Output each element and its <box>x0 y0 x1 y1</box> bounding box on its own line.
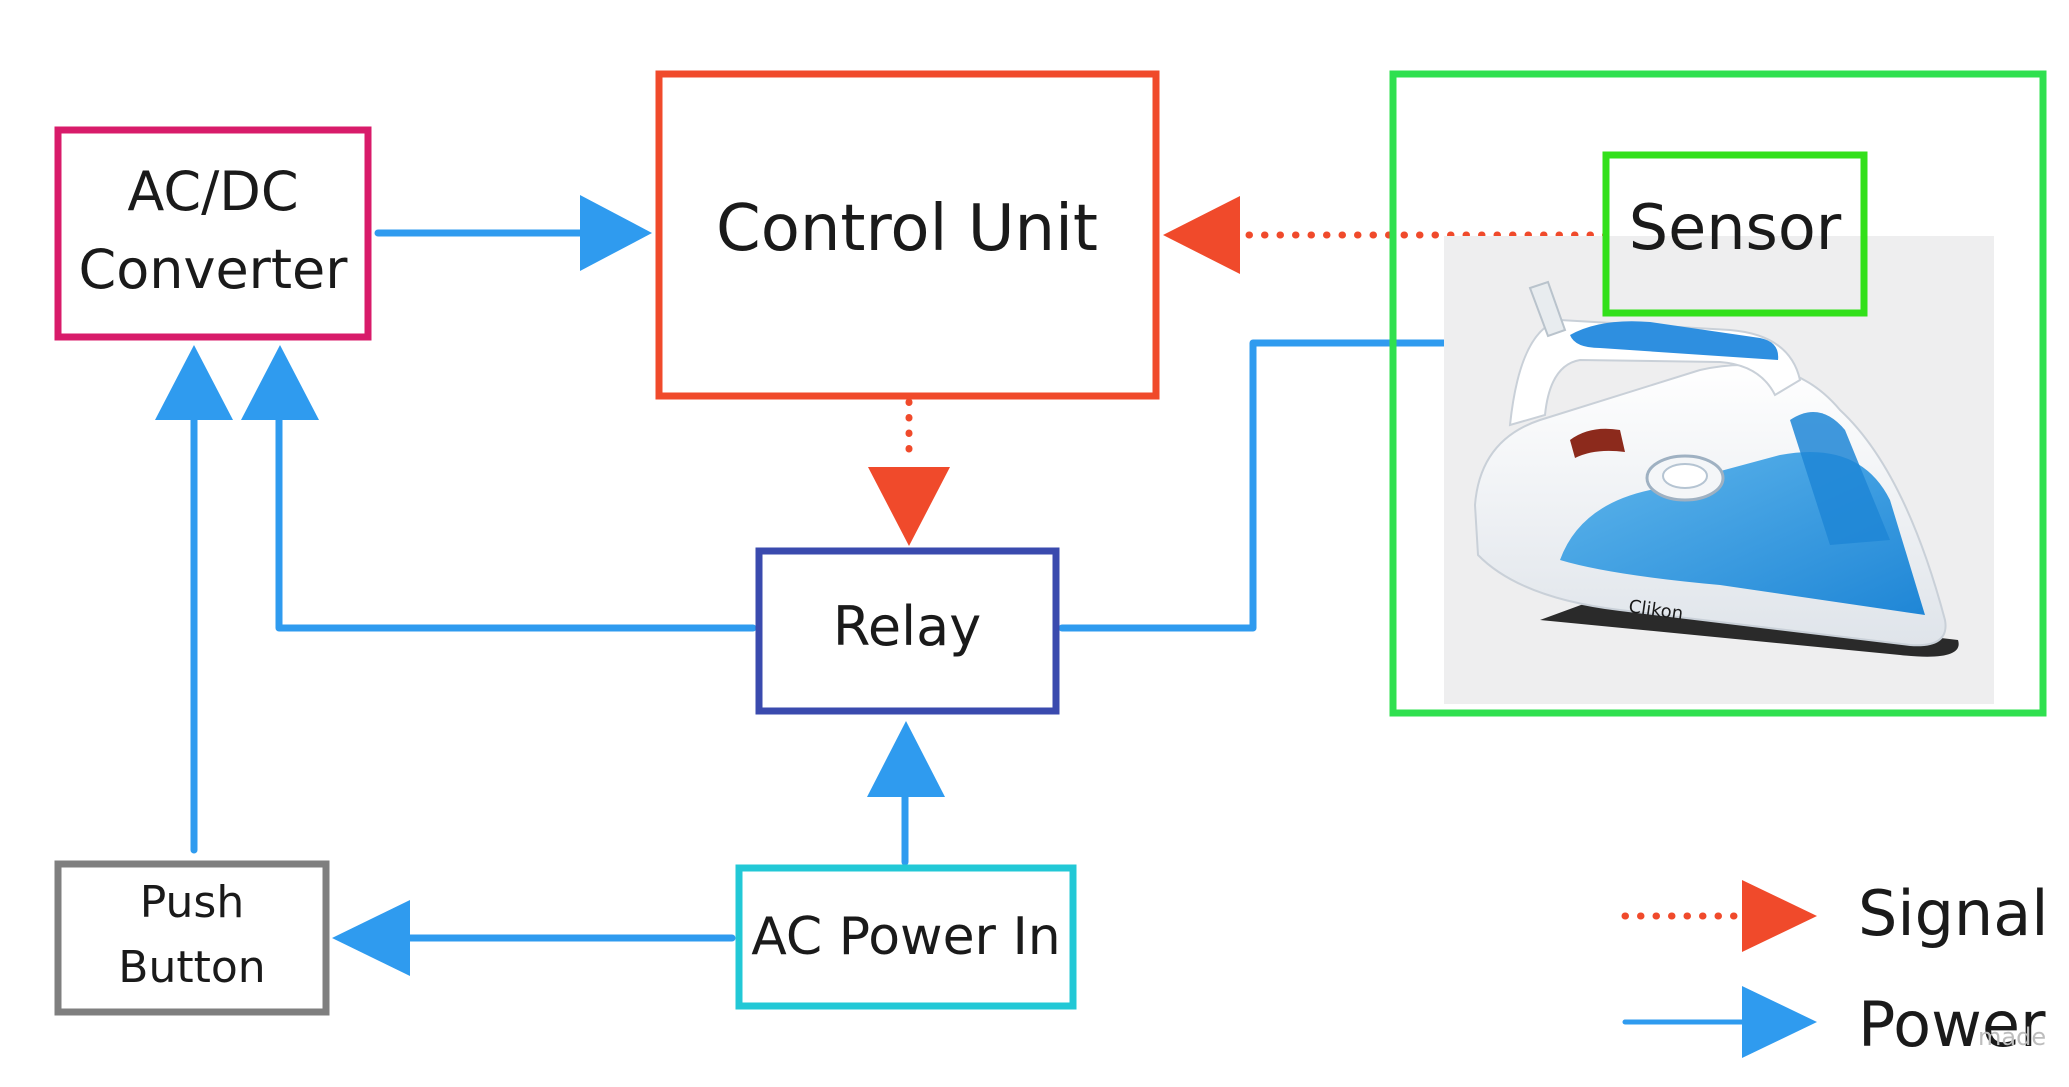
arrowhead-into-relay <box>867 721 945 797</box>
acdc-converter-label-line2: Converter <box>79 238 349 301</box>
arrowhead-into-control-signal <box>1163 196 1240 274</box>
legend: Signal Power <box>1621 877 2048 1061</box>
signal-connections <box>905 231 1610 466</box>
control-unit-label: Control Unit <box>716 192 1098 266</box>
relay-block: Relay <box>755 547 1060 715</box>
control-unit-block: Control Unit <box>655 70 1160 400</box>
arrowhead-into-acdc-right <box>241 345 319 420</box>
iron-dial-center <box>1662 463 1708 489</box>
signal-arrowheads <box>868 196 1240 546</box>
legend-item-power: Power <box>1622 986 2046 1061</box>
load-group: Clikon Sensor <box>1389 70 2047 717</box>
arrowhead-into-relay-signal <box>868 467 950 546</box>
watermark: made <box>1978 1023 2046 1051</box>
load-frame <box>1389 70 2047 717</box>
legend-power-label: Power <box>1858 988 2046 1061</box>
acdc-converter-label-line1: AC/DC <box>127 160 298 223</box>
iron-cord-guard <box>1528 280 1567 338</box>
arrowhead-into-push <box>332 900 410 976</box>
iron-handle-top <box>1570 321 1779 360</box>
legend-signal-arrowhead <box>1742 880 1817 952</box>
power-wire-relay-to-acdc <box>275 411 757 632</box>
ac-power-in-block: AC Power In <box>735 864 1077 1010</box>
push-button-block: Push Button <box>54 860 330 1016</box>
push-button-frame <box>54 860 330 1016</box>
push-button-label-line1: Push <box>140 877 244 928</box>
iron-red-accent <box>1570 428 1625 458</box>
acdc-converter-frame <box>54 126 372 341</box>
acdc-converter-block: AC/DC Converter <box>54 126 372 341</box>
legend-power-arrowhead <box>1742 986 1817 1058</box>
control-unit-frame <box>655 70 1160 400</box>
iron-water-tank <box>1790 412 1890 545</box>
arrowhead-into-control <box>580 195 652 271</box>
sensor-label: Sensor <box>1629 191 1842 264</box>
steam-iron-icon: Clikon <box>1444 236 1994 704</box>
power-wire-relay-to-iron <box>1058 339 1472 632</box>
arrowhead-into-acdc-left <box>155 345 233 420</box>
power-connections <box>190 229 1472 942</box>
relay-label: Relay <box>833 595 981 658</box>
sensor-block <box>1602 151 1868 317</box>
relay-frame <box>755 547 1060 715</box>
ac-power-in-frame <box>735 864 1077 1010</box>
legend-item-signal: Signal <box>1621 877 2048 952</box>
ac-power-in-label: AC Power In <box>751 907 1061 967</box>
push-button-label-line2: Button <box>118 942 265 993</box>
legend-signal-label: Signal <box>1858 877 2048 950</box>
